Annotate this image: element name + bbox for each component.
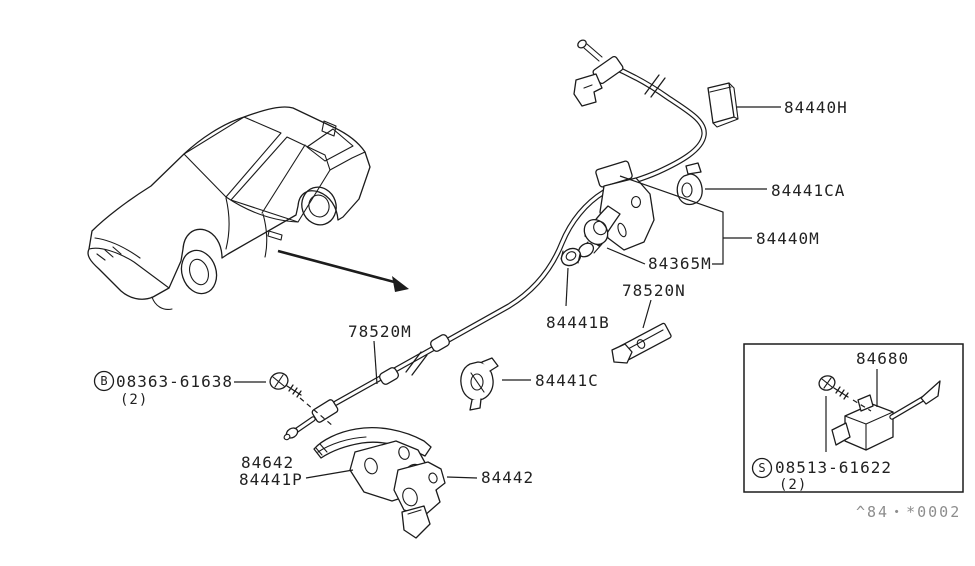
actuator-84680-drawing (831, 380, 941, 451)
screw-s-quantity: (2) (779, 477, 807, 493)
car-illustration (87, 106, 371, 310)
car-pillar-badge (321, 120, 337, 137)
car-front-wheel (180, 249, 218, 295)
opener-assembly-drawing (577, 160, 655, 258)
screw-s-drawing (818, 375, 849, 400)
release-cable-drawing (283, 39, 707, 441)
label-84680: 84680 (856, 349, 909, 368)
label-84441p: 84441P (239, 470, 303, 489)
sheet-code: ^84・*0002 (856, 503, 961, 521)
label-84440h: 84440H (784, 98, 848, 117)
striker-drawing (611, 322, 672, 364)
grommet-drawing (560, 247, 582, 267)
label-78520m: 78520M (348, 322, 412, 341)
lock-cylinder-drawing (577, 218, 609, 258)
screw-s-part-number: 08513-61622 (775, 458, 892, 477)
label-84365m: 84365M (648, 254, 712, 273)
direction-arrow (277, 249, 409, 292)
clip-84441c-drawing (460, 357, 499, 411)
label-84442: 84442 (481, 468, 534, 487)
bolt-b-callout: B 08363-61638 (2) (93, 370, 233, 408)
car-rear-wheel (301, 186, 337, 226)
clip-84441ca-drawing (676, 162, 703, 206)
label-84441ca: 84441CA (771, 181, 845, 200)
label-78520n: 78520N (622, 281, 686, 300)
bolt-b-part-number: 08363-61638 (116, 372, 233, 391)
bolt-b-quantity: (2) (120, 392, 148, 408)
leader-lines (234, 106, 878, 479)
trunk-lock-assembly-drawing (313, 426, 446, 539)
label-84440m: 84440M (756, 229, 820, 248)
car-rear-window (306, 128, 354, 162)
car-windshield (183, 116, 282, 198)
label-84441b: 84441B (546, 313, 610, 332)
pad-84440h-drawing (707, 82, 739, 128)
label-84441c: 84441C (535, 371, 599, 390)
label-84642: 84642 (241, 453, 294, 472)
inset-box (743, 343, 964, 493)
screw-s-symbol: S (758, 461, 765, 475)
bolt-b-symbol: B (100, 374, 107, 388)
bolt-b-drawing (269, 372, 302, 398)
car-side-windows (230, 136, 331, 223)
car-door-handle (267, 230, 283, 241)
cable-top-bracket (573, 73, 603, 107)
screw-s-callout: S 08513-61622 (2) (751, 457, 892, 493)
